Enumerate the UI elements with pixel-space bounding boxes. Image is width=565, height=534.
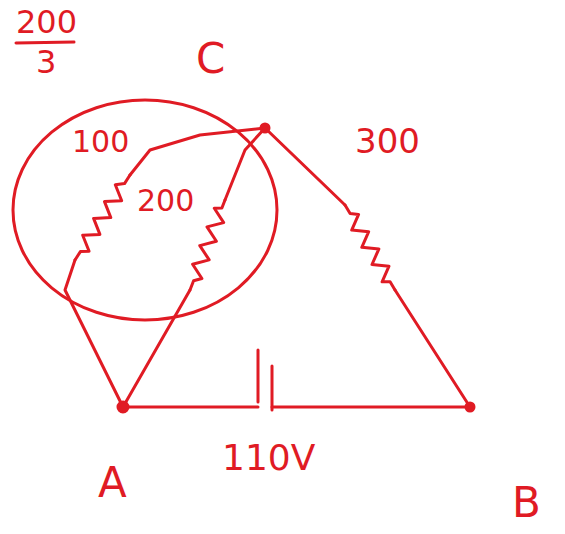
node-label: A xyxy=(98,462,127,504)
wire xyxy=(65,260,123,407)
resistance-value: 200 xyxy=(137,186,194,216)
fraction-numerator: 200 xyxy=(16,6,77,38)
fraction-bar xyxy=(16,42,74,43)
resistor-symbol xyxy=(75,175,130,260)
resistor-symbol xyxy=(345,205,395,290)
junction-dot xyxy=(118,402,128,412)
battery-plate xyxy=(257,350,260,402)
fraction-denominator: 3 xyxy=(36,46,56,78)
junction-dot xyxy=(466,403,474,411)
wire xyxy=(225,128,265,200)
wire xyxy=(123,290,190,407)
resistance-value: 100 xyxy=(72,127,129,157)
wire xyxy=(123,406,258,409)
node-label: C xyxy=(196,38,225,80)
grouping-loop xyxy=(13,100,277,320)
resistor-symbol xyxy=(190,200,225,290)
junction-dot xyxy=(261,124,269,132)
node-label: B xyxy=(512,482,541,524)
battery-plate xyxy=(271,366,274,410)
wire xyxy=(395,290,470,407)
resistance-value: 300 xyxy=(355,124,420,158)
voltage-value: 110V xyxy=(222,440,315,476)
wire xyxy=(265,128,345,205)
wire xyxy=(272,406,470,409)
